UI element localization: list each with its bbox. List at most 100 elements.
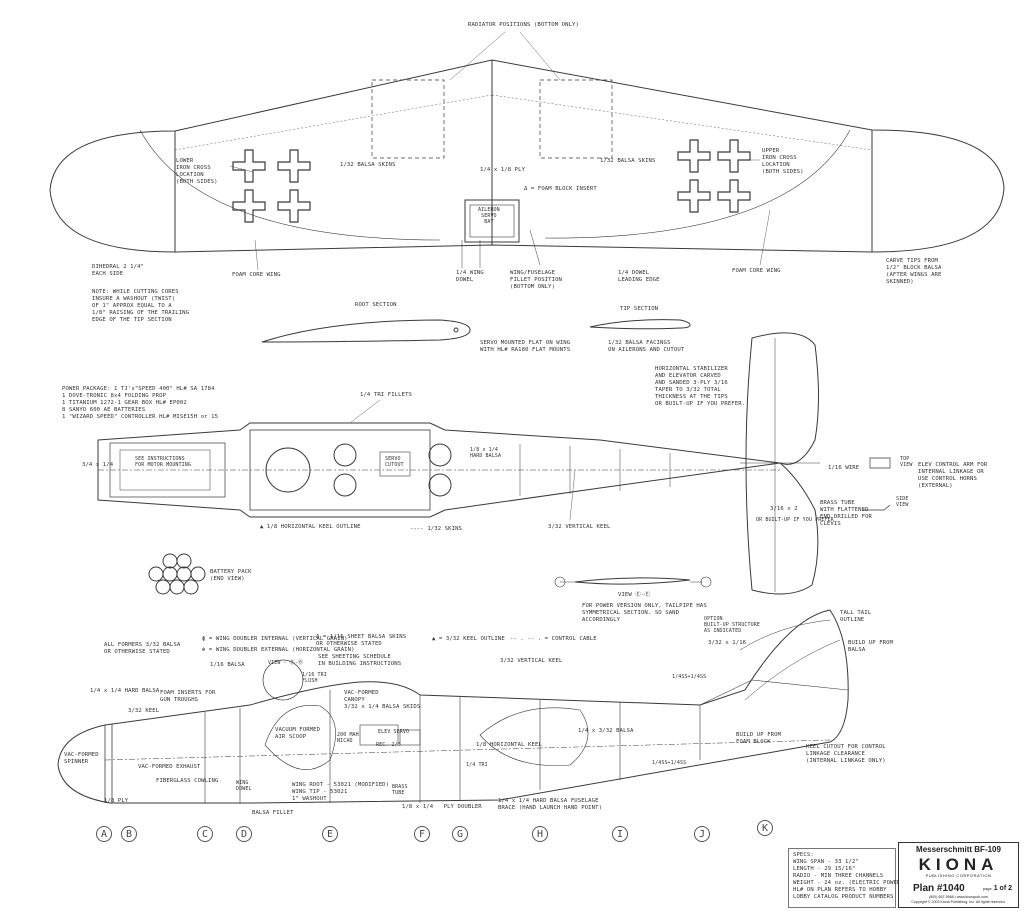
- plan-number: Plan #1040: [913, 883, 965, 894]
- brand-tagline: PUBLISHING CORPORATION: [925, 873, 992, 878]
- vertical-keel-top: 3/32 VERTICAL KEEL: [548, 524, 611, 530]
- view-ee-note: FOR POWER VERSION ONLY, TAILPIPE HAS SYM…: [582, 603, 707, 623]
- side-view-label: SIDE VIEW: [896, 496, 909, 508]
- build-up-balsa-note: BUILD UP FROM BALSA: [848, 640, 894, 653]
- hard-balsa-top: 1/8 x 1/4 HARD BALSA: [470, 447, 502, 459]
- station-g: G: [452, 826, 468, 842]
- station-i: I: [612, 826, 628, 842]
- rec-label: REC. 2/3: [376, 742, 401, 748]
- spec-line: WEIGHT - 24 oz. (ELECTRIC POWER): [793, 880, 904, 886]
- servo-bay-label: AILERON SERVO BAY: [478, 207, 500, 225]
- sheet-skins-note: Δ = 1/16 SHEET BALSA SKINS OR OTHERWISE …: [316, 634, 407, 647]
- spec-line: SPECS:: [793, 852, 814, 858]
- station-c: C: [197, 826, 213, 842]
- servo-cutout-label: SERVO CUTOUT: [385, 456, 404, 468]
- station-k: K: [757, 820, 773, 836]
- model-name: Messerschmitt BF-109: [916, 845, 1001, 854]
- wl2-label: 1/4SS+1/4SS: [652, 760, 687, 766]
- foam-inserts-note: FOAM INSERTS FOR GUN TROUGHS: [160, 690, 216, 703]
- wing-planform: [49, 59, 1005, 268]
- cowling-note: FIBERGLASS COWLING: [156, 778, 219, 784]
- battery-pack-label: BATTERY PACK (END VIEW): [210, 569, 252, 582]
- balsa-skins-left: 1/32 BALSA SKINS: [340, 162, 396, 168]
- contact-line: (800) 657-9988 • www.kionapub.com: [929, 895, 988, 899]
- station-h: H: [532, 826, 548, 842]
- skins-note: ---- 1/32 SKINS: [410, 526, 463, 532]
- side-size-label: 3/32 x 1/16: [708, 640, 747, 646]
- lower-cross-note: LOWER IRON CROSS LOCATION (BOTH SIDES): [176, 158, 218, 185]
- control-cable-legend: -- . -- . = CONTROL CABLE: [510, 636, 597, 642]
- horiz-keel-side: 1/8 HORIZONTAL KEEL: [476, 742, 542, 748]
- view-ee-section: [554, 576, 712, 588]
- keel-outline-legend: ▲ = 3/32 KEEL OUTLINE: [432, 636, 505, 642]
- vertical-keel-side: 3/32 VERTICAL KEEL: [500, 658, 563, 664]
- tip-balsa-note: 1/32 BALSA FACINGS ON AILERONS AND CUTOU…: [608, 340, 685, 353]
- spec-line: LENGTH - 29 15/16": [793, 866, 856, 872]
- horizontal-stabilizer: [740, 332, 891, 595]
- hard-balsa-side: 1/4 x 1/4 HARD BALSA: [90, 688, 160, 694]
- top-dim-label: 3/4 x 1/4: [82, 462, 114, 468]
- keel-cutout-note: KEEL CUTOUT FOR CONTROL LINKAGE CLEARANC…: [806, 744, 886, 764]
- elev-arm-note: ELEV CONTROL ARM FOR INTERNAL LINKAGE OR…: [918, 462, 988, 489]
- station-e: E: [322, 826, 338, 842]
- spinner-note: VAC-FORMED SPINNER: [64, 752, 99, 765]
- see-instructions-note: SEE INSTRUCTIONS FOR MOTOR MOUNTING: [135, 456, 191, 468]
- root-section-label: ROOT SECTION: [355, 302, 397, 308]
- airfoil-sections: [261, 319, 691, 343]
- wing-root-note: WING ROOT - 53021 (MODIFIED) WING TIP - …: [292, 782, 390, 802]
- exhaust-note: VAC-FORMED EXHAUST: [138, 764, 201, 770]
- tip-section-label: TIP SECTION: [620, 306, 659, 312]
- wing-dowel-side: WING DOWEL: [236, 780, 252, 792]
- brass-tube-side: BRASS TUBE: [392, 784, 408, 796]
- upper-cross-note: UPPER IRON CROSS LOCATION (BOTH SIDES): [762, 148, 804, 175]
- ply-note: 1/4 x 1/8 PLY: [480, 167, 526, 173]
- leader-lines: [229, 31, 771, 521]
- page-indicator: page 1 of 2: [983, 885, 1012, 892]
- spec-line: HL# ON PLAN REFERS TO HOBBY: [793, 887, 887, 893]
- stabilizer-note: HORIZONTAL STABILIZER AND ELEVATOR CARVE…: [655, 366, 746, 407]
- station-b: B: [121, 826, 137, 842]
- foam-core-left: FOAM CORE WING: [232, 272, 281, 278]
- wing-dowel-note: 1/4 WING DOWEL: [456, 270, 484, 283]
- optional-structure-note: OPTION BUILT-UP STRUCTURE AS INDICATED: [704, 616, 760, 634]
- copyright-line: Copyright © 2003 Kiona Publishing, Inc. …: [911, 900, 1006, 904]
- title-block: Messerschmitt BF-109 KIONA PUBLISHING CO…: [898, 842, 1019, 908]
- fillet-note: WING/FUSELAGE FILLET POSITION (BOTTOM ON…: [510, 270, 563, 290]
- page-number: 1 of 2: [993, 885, 1012, 892]
- spec-line: WING SPAN - 33 1/2": [793, 859, 859, 865]
- top-view-label: TOP VIEW: [900, 456, 913, 468]
- wl1-label: 1/4SS+1/4SS: [672, 674, 707, 680]
- wing-doubler-ext: ⊕ = WING DOUBLER EXTERNAL (HORIZONTAL GR…: [202, 647, 355, 653]
- stab-size-label: 3/16 x 2: [770, 506, 798, 512]
- station-f: F: [414, 826, 430, 842]
- fuselage-top-view: [97, 422, 781, 518]
- horizontal-keel-note: ▲ 1/8 HORIZONTAL KEEL OUTLINE: [260, 524, 361, 530]
- view-ee-label: VIEW Ⓔ-Ⓔ: [618, 592, 651, 598]
- ply-doubler-note: 1/8 x 1/4 PLY DOUBLER: [402, 804, 482, 810]
- dihedral-note: DIHEDRAL 2 1/4" EACH SIDE: [92, 264, 145, 277]
- keel-side-note: 3/32 KEEL: [128, 708, 160, 714]
- wing-doubler-int: ɸ = WING DOUBLER INTERNAL (VERTICAL GRAI…: [202, 636, 348, 642]
- foam-core-right: FOAM CORE WING: [732, 268, 781, 274]
- spec-line: LOBBY CATALOG PRODUCT NUMBERS: [793, 894, 894, 900]
- balsa-skins-right: 1/32 BALSA SKINS: [600, 158, 656, 164]
- fuselage-side-view: [57, 609, 849, 804]
- page-prefix: page: [982, 886, 992, 891]
- station-a: A: [96, 826, 112, 842]
- tri-fillets-note: 1/4 TRI FILLETS: [360, 392, 413, 398]
- station-d: D: [236, 826, 252, 842]
- specs-box: SPECS: WING SPAN - 33 1/2" LENGTH - 29 1…: [788, 848, 904, 908]
- brace-note: 1/4 x 1/4 HARD BALSA FUSELAGE BRACE (HAN…: [498, 798, 603, 811]
- balsa-fillet-note: BALSA FILLET: [252, 810, 294, 816]
- carve-tips-note: CARVE TIPS FROM 1/2" BLOCK BALSA (AFTER …: [886, 258, 942, 285]
- ply-side-note: 1/8 PLY: [104, 798, 129, 804]
- balsa-32-note: 1/4 x 3/32 BALSA: [578, 728, 634, 734]
- servo-mounted-note: SERVO MOUNTED FLAT ON WING WITH HL# RA18…: [480, 340, 571, 353]
- nicad-label: 200 MAH NICAD: [337, 732, 359, 744]
- battery-pack: [148, 553, 206, 595]
- tri-flush-label: 1/16 TRI FLUSH: [302, 672, 327, 684]
- view-bb-label: VIEW - Ⓑ-Ⓑ: [268, 660, 304, 666]
- air-scoop-note: VACUUM FORMED AIR SCOOP: [275, 727, 321, 740]
- power-package-note: POWER PACKAGE: 1 TJ's"SPEED 400" HL# SA …: [62, 386, 219, 420]
- station-j: J: [694, 826, 710, 842]
